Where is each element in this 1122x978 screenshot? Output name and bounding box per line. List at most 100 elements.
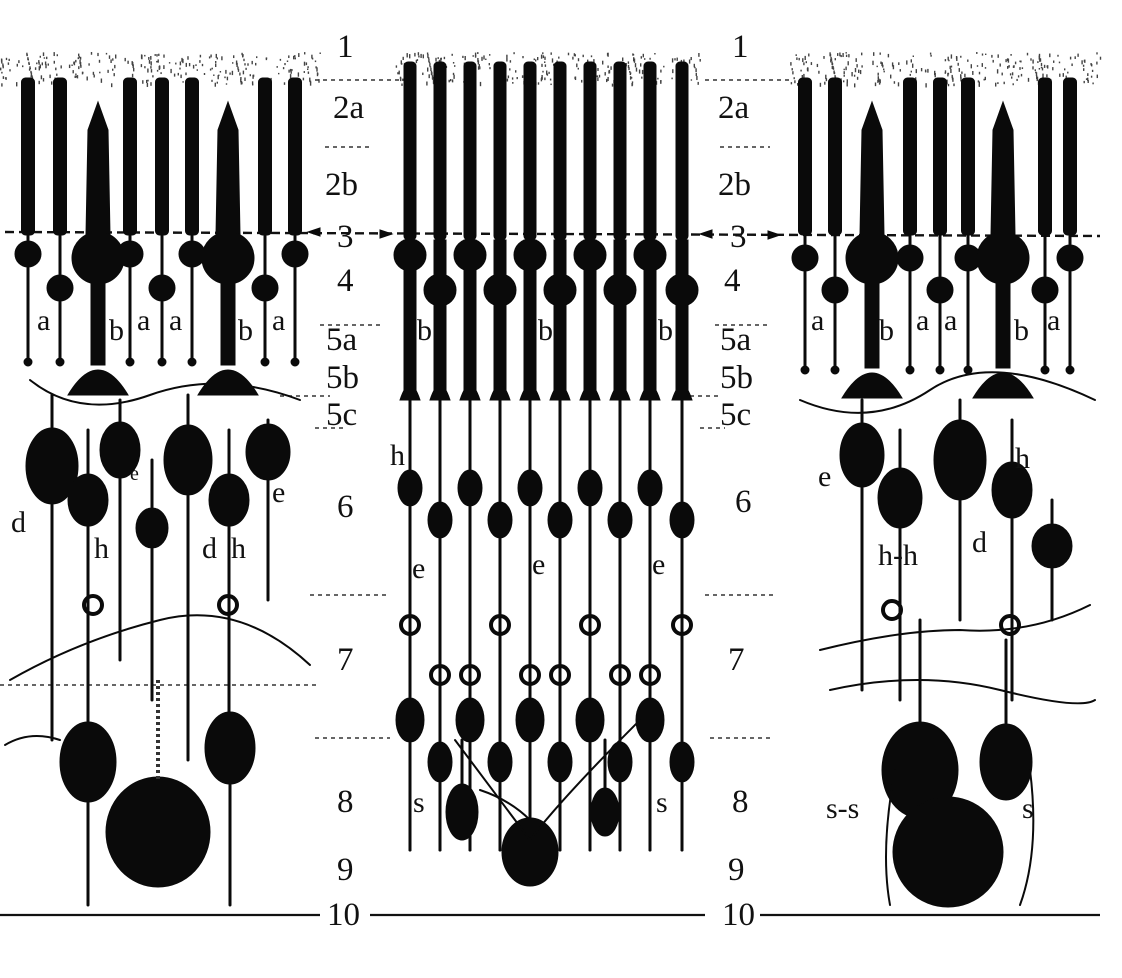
cone-inner-fiber [676,240,688,390]
speckle-dot [78,57,79,59]
left-panel-cells [5,78,310,905]
rod-outer-segment [524,62,536,240]
speckle-dot [1027,53,1028,56]
speckle-dot [1092,70,1093,72]
speckle-dot [964,74,965,77]
cell-body [670,502,694,538]
speckle-dot [429,74,430,78]
speckle-dot [29,63,30,65]
layer-labels-left: 1 2a 2b 3 4 5a 5b 5c 6 7 8 9 10 [325,29,365,933]
speckle-dot [817,64,818,67]
speckle-dot [916,69,917,73]
speckle-dot [880,79,881,83]
cone-nucleus [394,239,426,271]
speckle-dot [632,53,633,55]
speckle-dot [99,60,100,63]
speckle-dot [605,72,606,75]
speckle-dot [1047,65,1048,67]
speckle-dot [9,59,10,61]
speckle-dot [930,55,931,57]
speckle-dot [110,59,111,63]
speckle-dot [672,58,673,62]
speckle-dot [250,74,251,76]
speckle-dot [977,65,978,67]
speckle-dot [512,77,513,79]
speckle-dot [77,75,78,78]
speckle-dot [1049,54,1050,58]
speckle-dot [163,55,164,58]
speckle-dot [304,62,305,66]
speckle-dot [308,72,309,74]
speckle-dot [151,69,152,72]
speckle-dot [244,63,245,65]
speckle-dot [428,57,429,59]
layer-label: 5a [720,322,752,358]
speckle-dot [1035,72,1036,74]
speckle-dot [320,53,321,54]
speckle-dot [478,66,479,69]
speckle-dot [144,55,145,57]
speckle-dot [945,59,946,61]
speckle-dot [418,56,419,58]
speckle-dot [517,77,518,79]
speckle-dot [558,57,559,59]
speckle-dot [232,62,233,63]
speckle-dot [612,84,613,87]
speckle-dot [998,54,999,57]
speckle-dot [252,75,253,79]
speckle-dot [578,58,579,61]
speckle-dot [578,68,579,70]
rod-nucleus [179,241,205,267]
speckle-dot [861,53,862,56]
cone-nucleus [634,239,666,271]
speckle-dot [649,58,650,60]
layer-label: 2b [718,167,751,203]
speckle-dot [284,82,285,85]
speckle-dot [846,55,847,57]
speckle-dot [295,57,296,59]
speckle-dot [8,62,9,64]
speckle-dot [1015,62,1016,65]
speckle-dot [416,60,417,63]
cone-outer-segment [216,102,240,235]
speckle-dot [1064,68,1065,70]
speckle-dot [479,66,480,69]
speckle-dot [1039,58,1040,62]
speckle-dot [948,84,949,86]
speckle-dot [953,84,954,87]
speckle-dot [438,57,439,59]
speckle-dot [952,75,953,78]
speckle-dot [820,83,821,87]
speckle-dot [888,54,889,57]
speckle-dot [91,52,92,55]
cell-label: b [879,314,894,347]
speckle-dot [229,73,230,75]
speckle-dot [841,55,842,57]
speckle-dot [982,63,983,67]
speckle-dot [872,61,873,65]
cone-nucleus [514,239,546,271]
speckle-dot [1070,57,1071,60]
cone-pedicle [68,370,128,395]
speckle-dot [418,52,419,55]
speckle-dot [71,65,72,66]
cone-nucleus [424,274,456,306]
cone-pedicle [973,373,1033,398]
rod-outer-segment [434,62,446,240]
speckle-dot [543,55,544,58]
speckle-dot [197,69,198,71]
speckle-dot [979,84,980,87]
speckle-dot [832,63,833,65]
speckle-dot [900,69,901,71]
speckle-dot [429,63,430,67]
rod-nucleus [252,275,278,301]
speckle-dot [1083,68,1084,71]
rod-spherule [906,366,914,374]
speckle-dot [396,65,397,67]
speckle-dot [54,52,55,56]
speckle-dot [1052,67,1053,70]
speckle-dot [478,60,479,64]
cell-body [548,502,572,538]
speckle-dot [1096,52,1097,54]
speckle-dot [1,72,2,74]
